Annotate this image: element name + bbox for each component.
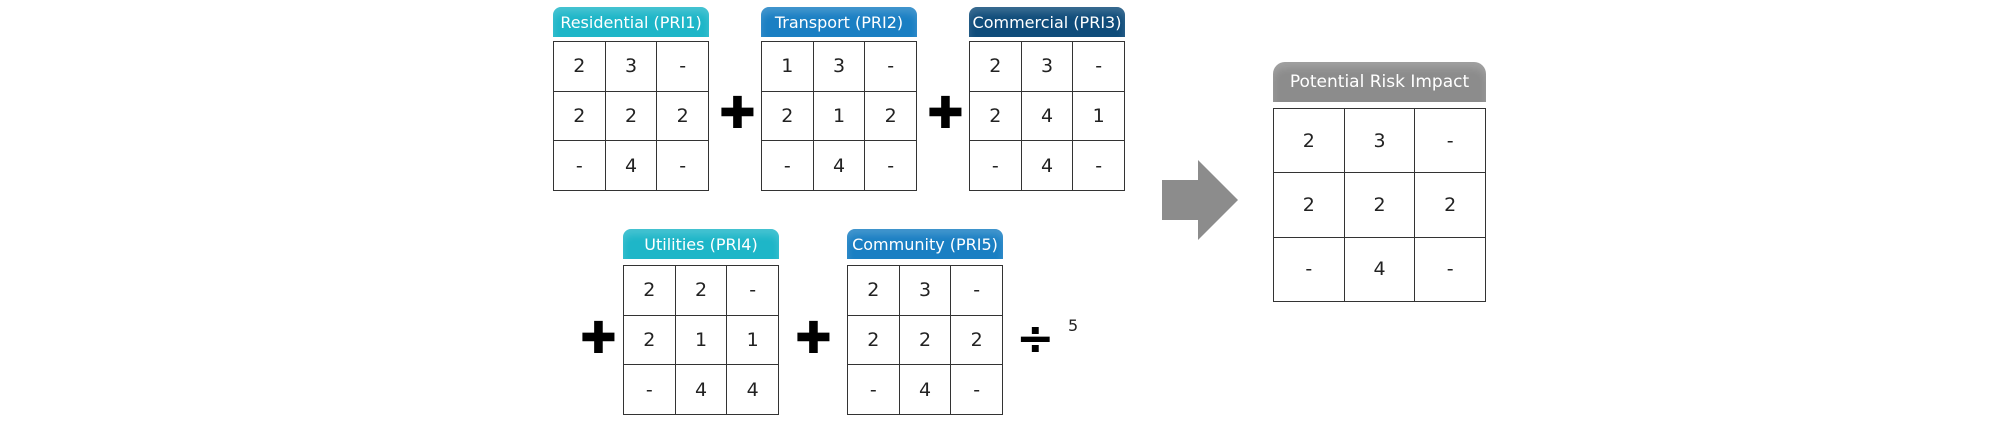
matrix-cell: -	[950, 364, 1003, 415]
matrix-cell: 2	[761, 90, 814, 142]
matrix-cell: 4	[604, 140, 658, 191]
result-cell: 4	[1343, 236, 1416, 303]
matrix-title: Transport (PRI2)	[761, 7, 917, 37]
matrix-title: Commercial (PRI3)	[969, 7, 1125, 37]
result-cell: -	[1414, 236, 1486, 303]
matrix-cell: 2	[553, 90, 606, 142]
matrix-cell: -	[864, 140, 917, 191]
matrix-cell: 1	[674, 314, 728, 366]
matrix-cell: -	[1072, 41, 1125, 92]
matrix-cell: 3	[604, 41, 658, 92]
matrix-cell: 2	[604, 90, 658, 142]
result-cell: -	[1414, 107, 1486, 174]
matrix-cell: 4	[674, 364, 728, 415]
divide-operator: ÷	[1016, 311, 1055, 365]
matrix-cell: 4	[1020, 140, 1074, 191]
plus-operator: ✚	[795, 313, 832, 364]
right-arrow-icon	[1162, 160, 1238, 240]
plus-operator: ✚	[719, 88, 756, 139]
matrix-cell: 1	[726, 314, 779, 366]
matrix-cell: 1	[1072, 90, 1125, 142]
matrix-title: Community (PRI5)	[847, 229, 1003, 259]
matrix-cell: 2	[674, 265, 728, 316]
matrix-cell: -	[847, 364, 900, 415]
matrix-cell: -	[553, 140, 606, 191]
matrix-cell: -	[656, 41, 709, 92]
matrix-cell: 4	[898, 364, 952, 415]
matrix-title: Utilities (PRI4)	[623, 229, 779, 259]
matrix-cell: 2	[950, 314, 1003, 366]
matrix-cell: -	[969, 140, 1022, 191]
result-cell: 2	[1273, 172, 1345, 238]
matrix-cell: -	[864, 41, 917, 92]
matrix-cell: 4	[812, 140, 866, 191]
matrix-cell: 2	[898, 314, 952, 366]
matrix-cell: -	[1072, 140, 1125, 191]
result-cell: -	[1273, 236, 1345, 303]
matrix-cell: 3	[1020, 41, 1074, 92]
result-cell: 3	[1343, 107, 1416, 174]
matrix-cell: 2	[847, 314, 900, 366]
matrix-cell: 2	[623, 314, 676, 366]
plus-operator: ✚	[580, 313, 617, 364]
matrix-cell: 2	[969, 90, 1022, 142]
matrix-cell: 2	[623, 265, 676, 316]
result-cell: 2	[1343, 172, 1416, 238]
matrix-cell: 2	[864, 90, 917, 142]
matrix-cell: 2	[553, 41, 606, 92]
result-title: Potential Risk Impact	[1273, 62, 1486, 102]
matrix-cell: 2	[847, 265, 900, 316]
matrix-cell: 3	[812, 41, 866, 92]
matrix-cell: 4	[726, 364, 779, 415]
matrix-cell: -	[761, 140, 814, 191]
matrix-cell: -	[656, 140, 709, 191]
plus-operator: ✚	[927, 88, 964, 139]
matrix-cell: -	[950, 265, 1003, 316]
matrix-cell: 4	[1020, 90, 1074, 142]
matrix-cell: 2	[656, 90, 709, 142]
result-cell: 2	[1273, 107, 1345, 174]
matrix-cell: -	[623, 364, 676, 415]
matrix-title: Residential (PRI1)	[553, 7, 709, 37]
matrix-cell: 2	[969, 41, 1022, 92]
matrix-cell: 1	[761, 41, 814, 92]
matrix-cell: -	[726, 265, 779, 316]
divisor-value: 5	[1068, 316, 1079, 335]
result-cell: 2	[1414, 172, 1486, 238]
matrix-cell: 3	[898, 265, 952, 316]
matrix-cell: 1	[812, 90, 866, 142]
